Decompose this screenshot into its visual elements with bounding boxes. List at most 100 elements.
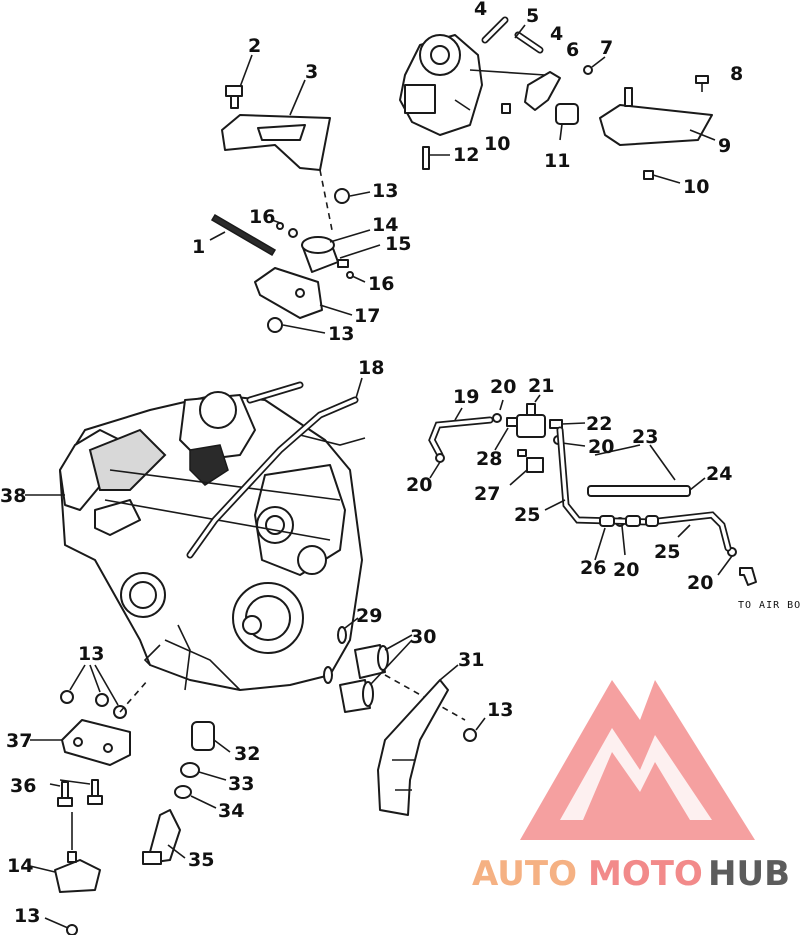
leader-32 [213,739,231,753]
callout-20-c: 20 [588,436,614,458]
leader-1 [209,231,226,241]
callout-29: 29 [356,605,382,627]
leader-30a [384,634,413,651]
callout-34: 34 [218,800,244,822]
nuts-13-cluster [60,690,127,719]
leader-36b [59,779,91,785]
leader-15 [339,244,381,259]
callout-13-right: 13 [487,699,513,721]
leader-2 [239,54,253,88]
leader-14 [329,229,371,243]
leader-23-right [649,444,676,481]
leader-13-upper [349,191,371,197]
connector-26 [599,515,659,527]
nut-10-right [643,170,654,180]
callout-1: 1 [192,236,205,258]
callout-21: 21 [528,375,554,397]
note-to-air-box: TO AIR BOX [738,600,800,611]
leader-13-right [475,717,486,731]
callout-16-right: 16 [368,273,394,295]
fitting-28 [506,417,527,457]
leader-27 [509,469,528,486]
leader-16-left [271,219,284,225]
bracket-17-hole [295,288,305,298]
damper-11 [555,103,579,141]
leader-24 [689,477,706,491]
rubber-mount-14 [301,236,339,273]
callout-27: 27 [474,483,500,505]
leader-25-right [677,524,691,538]
bracket-3 [221,114,331,171]
callout-17: 17 [354,305,380,327]
logo-triangle [520,680,755,840]
bolt-2 [225,85,243,109]
callout-14: 14 [372,214,398,236]
leader-21 [534,394,541,403]
callout-13-mid: 13 [328,323,354,345]
leader-13-mid [282,324,326,334]
callout-15: 15 [385,233,411,255]
callout-24: 24 [706,463,732,485]
callout-22: 22 [586,413,612,435]
plate-9 [599,104,713,146]
rod-1 [210,213,277,257]
vent-hose-4-right [514,31,544,54]
callout-18: 18 [358,357,384,379]
hose-19 [428,416,494,459]
engine-assembly [59,381,366,691]
mount-axis-left [119,679,149,713]
callout-7: 7 [600,37,613,59]
callout-12: 12 [453,144,479,166]
carburetor [399,34,546,136]
leader-20-e [717,555,733,576]
leader-20-a [429,461,441,479]
elbow-to-air-box [739,567,757,586]
callout-26: 26 [580,557,606,579]
callout-20-d: 20 [613,559,639,581]
mount-30-upper [354,644,389,679]
mount-axis-top [319,169,333,231]
leader-29 [344,617,359,629]
callout-6: 6 [566,39,579,61]
callout-4-right: 4 [550,23,563,45]
bracket-3-slot [257,124,306,141]
nut-13-right [463,728,477,742]
leader-9 [689,129,716,141]
leader-17 [319,304,353,316]
bracket-6 [524,71,561,111]
leader-26 [594,527,606,561]
callout-8: 8 [730,63,743,85]
plate-9-tab [624,87,633,107]
callout-20-b: 20 [490,376,516,398]
callout-13-bottom: 13 [14,905,40,927]
leader-35 [167,844,186,859]
callout-33: 33 [228,773,254,795]
nut-10-top [501,103,511,114]
washer-33 [180,762,200,778]
leader-20-d [621,525,626,556]
callout-37: 37 [6,730,32,752]
leader-34 [190,795,217,809]
leader-7 [591,56,606,68]
spacer-32 [191,721,215,751]
leader-14-bottom [29,865,56,873]
leader-19 [454,407,463,421]
automotohub-logo [520,680,755,840]
watermark-hub: HUB [708,854,790,894]
callout-10-right: 10 [683,176,709,198]
leader-31 [439,664,459,681]
callout-25-right: 25 [654,541,680,563]
callout-36: 36 [10,775,36,797]
bolt-35 [142,809,181,865]
callout-10-top: 10 [484,133,510,155]
leader-13-bottom [44,917,69,929]
leader-30b [369,639,413,686]
washer-34 [174,785,192,799]
leader-16-right [351,275,366,283]
leader-13-cluster-c [94,664,119,706]
nut-13-bottom [66,924,78,935]
bracket-37 [61,719,131,766]
callout-30: 30 [410,626,436,648]
callout-31: 31 [458,649,484,671]
